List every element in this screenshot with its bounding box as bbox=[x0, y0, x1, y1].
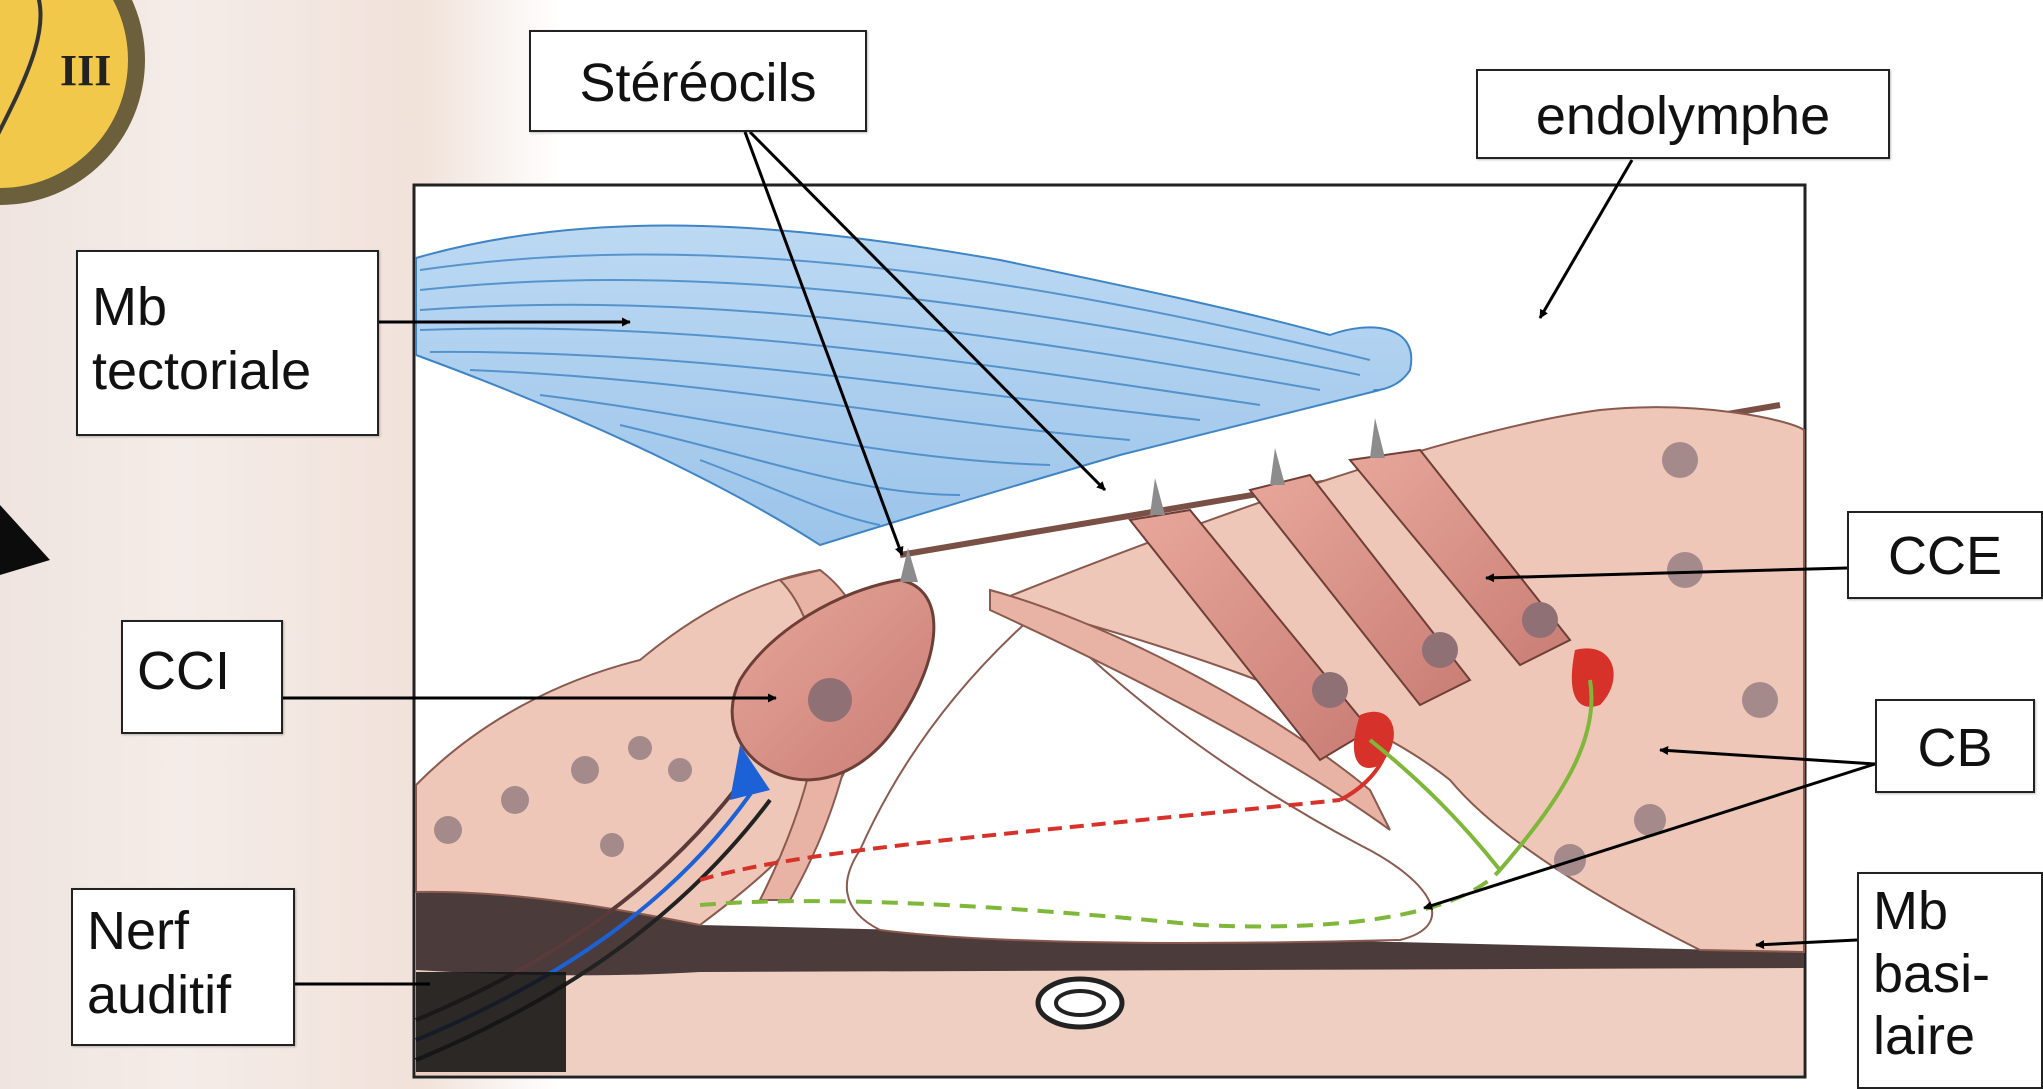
label-cci: CCI bbox=[121, 620, 283, 734]
label-nerf-auditif-line1: Nerf bbox=[87, 900, 279, 964]
label-stereocils-text: Stéréocils bbox=[545, 52, 851, 116]
label-mb-tectoriale-line1: Mb bbox=[92, 276, 363, 340]
spiral-vessel bbox=[1038, 979, 1122, 1027]
label-stereocils: Stéréocils bbox=[529, 30, 867, 132]
label-mb-basilaire: Mb basi- laire bbox=[1857, 872, 2043, 1089]
label-mb-tectoriale-line2: tectoriale bbox=[92, 340, 363, 404]
label-mb-basilaire-line1: Mb bbox=[1873, 880, 2027, 943]
label-mb-basilaire-line2: basi- bbox=[1873, 943, 2027, 1006]
label-nerf-auditif: Nerf auditif bbox=[71, 888, 295, 1046]
svg-text:III: III bbox=[60, 46, 111, 95]
label-mb-basilaire-line3: laire bbox=[1873, 1005, 2027, 1068]
label-cce: CCE bbox=[1847, 511, 2043, 599]
label-mb-tectoriale: Mb tectoriale bbox=[76, 250, 379, 436]
corner-seal-logo: III bbox=[0, 0, 145, 205]
label-cce-text: CCE bbox=[1863, 525, 2027, 589]
label-cb-text: CB bbox=[1891, 717, 2019, 781]
label-endolymphe: endolymphe bbox=[1476, 69, 1890, 159]
left-pointer-arrow-icon bbox=[0, 505, 50, 575]
label-endolymphe-text: endolymphe bbox=[1492, 85, 1874, 149]
label-cci-text: CCI bbox=[137, 640, 267, 704]
label-nerf-auditif-line2: auditif bbox=[87, 964, 279, 1028]
label-cb: CB bbox=[1875, 699, 2035, 793]
